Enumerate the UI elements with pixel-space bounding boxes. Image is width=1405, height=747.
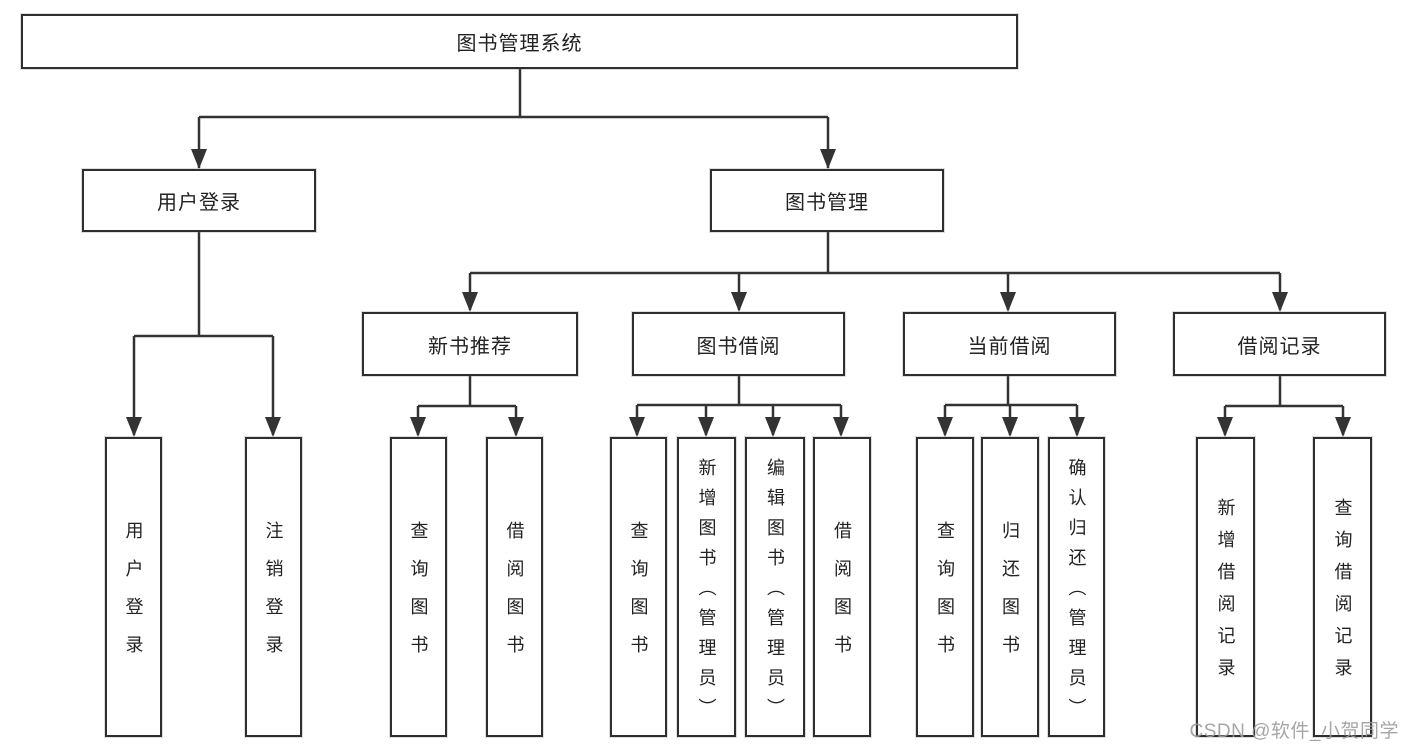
node-new-book-recommend: 新书推荐 <box>362 312 578 376</box>
leaf-user-login-label: 用户登录 <box>123 521 144 673</box>
leaf-add-book-admin: 新增图书（管理员） <box>677 437 736 737</box>
leaf-query-books-3: 查询图书 <box>916 437 974 737</box>
leaf-query-borrow-record: 查询借阅记录 <box>1313 437 1372 737</box>
leaf-confirm-return-admin: 确认归还（管理员） <box>1048 437 1105 737</box>
leaf-add-borrow-record: 新增借阅记录 <box>1196 437 1255 737</box>
node-user-login: 用户登录 <box>82 169 316 232</box>
node-book-management-label: 图书管理 <box>785 192 869 214</box>
leaf-add-book-admin-label: 新增图书（管理员） <box>696 458 717 728</box>
leaf-query-books-1: 查询图书 <box>390 437 447 737</box>
node-book-borrow: 图书借阅 <box>632 312 845 376</box>
leaf-query-books-3-label: 查询图书 <box>935 521 955 673</box>
leaf-borrow-books-2: 借阅图书 <box>813 437 871 737</box>
leaf-borrow-books-1-label: 借阅图书 <box>504 521 525 673</box>
node-borrow-record: 借阅记录 <box>1173 312 1386 376</box>
node-book-borrow-label: 图书借阅 <box>696 335 781 358</box>
leaf-user-login: 用户登录 <box>105 437 162 737</box>
node-user-login-label: 用户登录 <box>157 192 241 214</box>
leaf-return-books-label: 归还图书 <box>1000 521 1020 673</box>
leaf-edit-book-admin: 编辑图书（管理员） <box>745 437 805 737</box>
node-book-management: 图书管理 <box>710 169 944 232</box>
node-borrow-record-label: 借阅记录 <box>1237 335 1322 358</box>
leaf-logout: 注销登录 <box>245 437 302 737</box>
leaf-query-books-2-label: 查询图书 <box>628 521 649 673</box>
leaf-add-borrow-record-label: 新增借阅记录 <box>1215 498 1236 690</box>
leaf-query-books-2: 查询图书 <box>610 437 667 737</box>
node-root-system: 图书管理系统 <box>21 14 1018 69</box>
node-current-borrow: 当前借阅 <box>903 312 1116 376</box>
node-new-book-recommend-label: 新书推荐 <box>428 335 512 358</box>
node-current-borrow-label: 当前借阅 <box>967 335 1052 358</box>
leaf-edit-book-admin-label: 编辑图书（管理员） <box>765 458 785 728</box>
leaf-query-books-1-label: 查询图书 <box>408 521 429 673</box>
csdn-watermark: CSDN @软件_小贺同学 <box>1189 721 1399 742</box>
leaf-confirm-return-admin-label: 确认归还（管理员） <box>1066 458 1087 728</box>
node-root-system-label: 图书管理系统 <box>456 33 583 55</box>
leaf-query-borrow-record-label: 查询借阅记录 <box>1332 498 1353 690</box>
leaf-borrow-books-2-label: 借阅图书 <box>832 521 852 673</box>
leaf-return-books: 归还图书 <box>981 437 1039 737</box>
leaf-logout-label: 注销登录 <box>263 521 284 673</box>
leaf-borrow-books-1: 借阅图书 <box>486 437 543 737</box>
